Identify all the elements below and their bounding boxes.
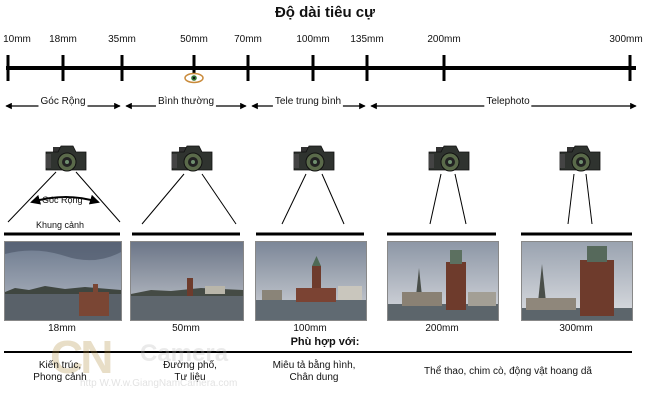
tick-label-10mm: 10mm: [3, 34, 31, 45]
photo-300mm: [521, 241, 633, 321]
range-label-telephoto: Telephoto: [484, 96, 532, 107]
camera-icon: [559, 145, 601, 172]
use-sports-wildlife: Thể thao, chim cò, động vật hoang dã: [424, 366, 592, 377]
tick-label-50mm: 50mm: [180, 34, 208, 45]
photo-label-50mm: 50mm: [172, 323, 200, 334]
annotation-frame: Khung cảnh: [36, 220, 85, 230]
photo-50mm: [130, 241, 244, 321]
range-label-wide: Góc Rộng: [38, 96, 88, 107]
camera-icon: [428, 145, 470, 172]
camera-icon: [171, 145, 213, 172]
use-portrait: Miêu tả bằng hình,Chân dung: [272, 360, 356, 383]
use-architecture: Kiến trúc,Phong cảnh: [33, 360, 87, 383]
annotation-angle: Góc Rộng: [42, 195, 83, 205]
tick-label-70mm: 70mm: [234, 34, 262, 45]
camera-icon: [293, 145, 335, 172]
photo-label-100mm: 100mm: [293, 323, 327, 334]
photo-18mm: [4, 241, 122, 321]
photo-100mm: [255, 241, 367, 321]
suitable-title: Phù hợp với:: [290, 336, 360, 348]
focal-length-scale: [6, 55, 636, 84]
tick-label-135mm: 135mm: [350, 34, 384, 45]
tick-label-100mm: 100mm: [296, 34, 330, 45]
diagram-title: Độ dài tiêu cự: [274, 4, 376, 21]
photo-label-18mm: 18mm: [48, 323, 76, 334]
use-street: Đường phố,Tư liệu: [163, 360, 217, 383]
range-label-medium-tele: Tele trung bình: [272, 96, 344, 107]
tick-label-35mm: 35mm: [108, 34, 136, 45]
range-label-normal: Bình thường: [155, 96, 217, 107]
photo-label-300mm: 300mm: [559, 323, 593, 334]
photo-200mm: [387, 241, 499, 321]
photo-label-200mm: 200mm: [425, 323, 459, 334]
eye-icon: [184, 72, 204, 84]
cameras-and-view-angles: [4, 145, 632, 236]
tick-label-300mm: 300mm: [609, 34, 643, 45]
divider-line: [4, 351, 632, 353]
tick-label-18mm: 18mm: [49, 34, 77, 45]
camera-icon: [45, 145, 87, 172]
tick-label-200mm: 200mm: [427, 34, 461, 45]
angle-arc: [30, 194, 100, 205]
